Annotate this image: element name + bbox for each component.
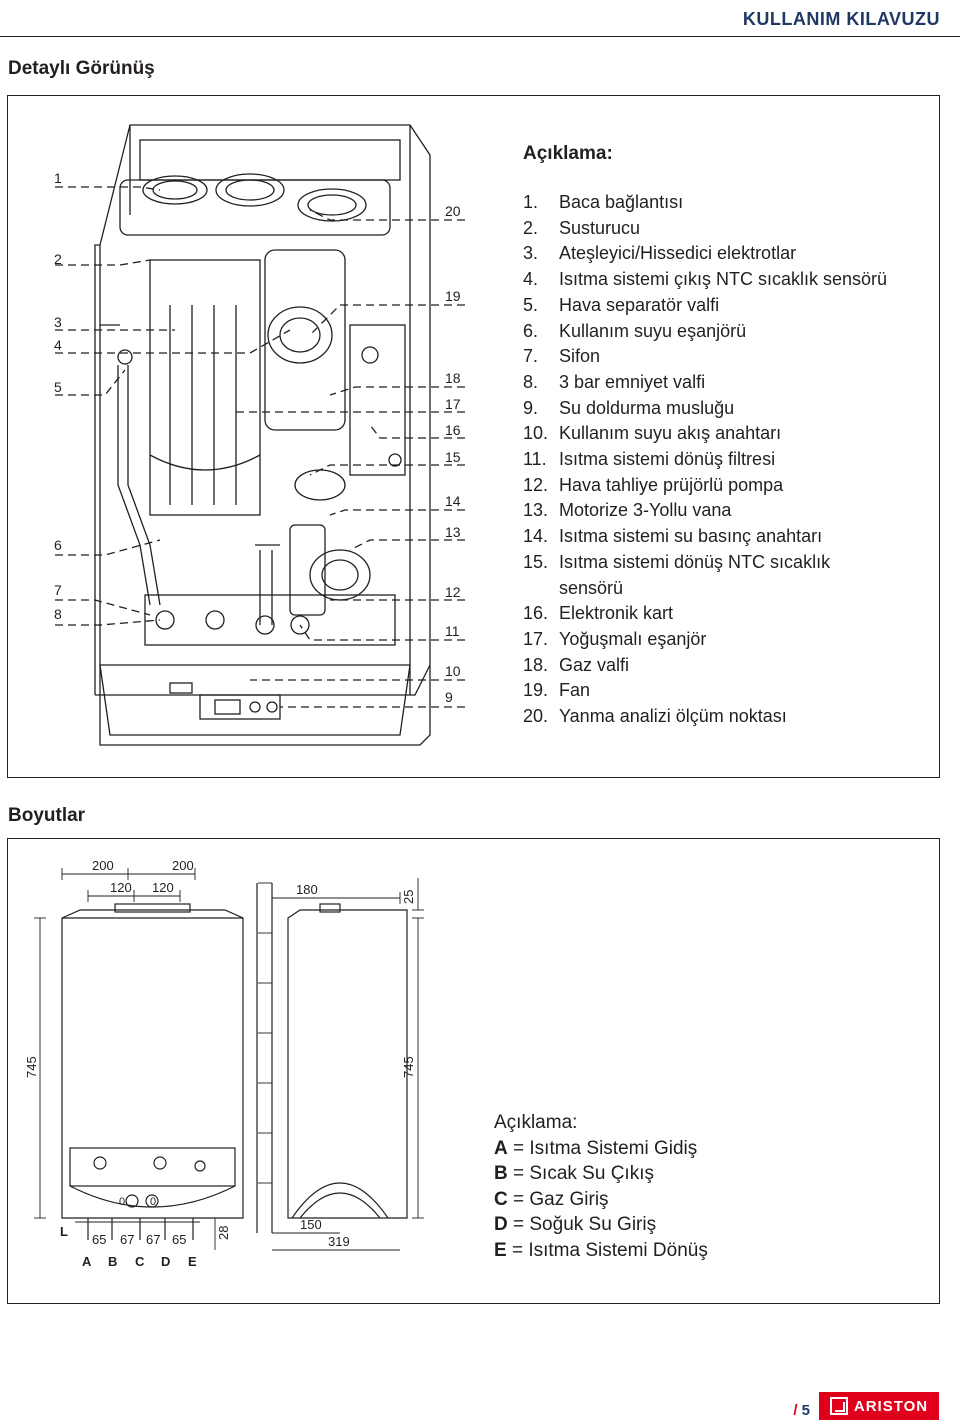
callout-17: 17 <box>445 396 461 412</box>
callout-3: 3 <box>54 314 62 330</box>
dimensions-legend-title: Açıklama: <box>494 1112 578 1133</box>
detail-section-title: Detaylı Görünüş <box>8 58 155 79</box>
callout-7: 7 <box>54 582 62 598</box>
legend-item: 18.Gaz valfi <box>523 654 630 675</box>
callout-18: 18 <box>445 370 461 386</box>
dim-150: 150 <box>300 1217 322 1232</box>
detail-figure-box <box>7 95 940 778</box>
ariston-logo-icon <box>829 1397 848 1415</box>
detail-legend-list: 1.Baca bağlantısı 2.Susturucu 3.Ateşleyi… <box>523 190 887 730</box>
dim-67-b: 67 <box>146 1232 160 1247</box>
legend-item: 17.Yoğuşmalı eşanjör <box>523 628 707 649</box>
callout-4: 4 <box>54 337 62 353</box>
legend-item: 10.Kullanım suyu akış anahtarı <box>523 423 782 444</box>
callout-12: 12 <box>445 584 461 600</box>
dim-319: 319 <box>328 1234 350 1249</box>
dim-65-a: 65 <box>92 1232 106 1247</box>
page-number: / 5 <box>793 1402 810 1419</box>
dimensions-figure-box <box>7 838 940 1304</box>
legend-item: 14.Isıtma sistemi su basınç anahtarı <box>523 526 823 547</box>
callout-5: 5 <box>54 379 62 395</box>
legend-item: 12.Hava tahliye prüjörlü pompa <box>523 474 784 495</box>
document-header-title: KULLANIM KILAVUZU <box>742 9 940 29</box>
legend-item: 1.Baca bağlantısı <box>523 192 684 212</box>
callout-9: 9 <box>445 689 453 705</box>
callout-14: 14 <box>445 493 461 509</box>
legend-item: 15.Isıtma sistemi dönüş NTC sıcaklık <box>523 551 831 572</box>
legend-item: 6.Kullanım suyu eşanjörü <box>523 320 747 341</box>
dim-120-a: 120 <box>110 880 132 895</box>
legend-item: 2.Susturucu <box>523 217 641 238</box>
callout-16: 16 <box>445 422 461 438</box>
legend-item: sensörü <box>559 577 624 598</box>
dim-120-b: 120 <box>152 880 174 895</box>
dim-65-b: 65 <box>172 1232 186 1247</box>
header-rule <box>0 36 960 37</box>
legend-item: 5.Hava separatör valfi <box>523 294 720 315</box>
dimensions-legend-item: E = Isıtma Sistemi Dönüş <box>494 1239 708 1261</box>
callout-10: 10 <box>445 663 461 679</box>
callout-15: 15 <box>445 449 461 465</box>
dimensions-legend-item: A = Isıtma Sistemi Gidiş <box>494 1137 698 1159</box>
legend-item: 8.3 bar emniyet valfi <box>523 371 706 392</box>
legend-item: 19.Fan <box>523 680 591 701</box>
legend-item: 13.Motorize 3-Yollu vana <box>523 500 732 521</box>
dim-67-a: 67 <box>120 1232 134 1247</box>
dim-745-side: 745 <box>401 1056 416 1078</box>
conn-c: C <box>135 1254 145 1269</box>
conn-e: E <box>188 1254 197 1269</box>
dim-200-a: 200 <box>92 858 114 873</box>
callout-8: 8 <box>54 606 62 622</box>
dimensions-drawing: 200 200 120 120 180 25 745 745 65 67 67 … <box>24 858 424 1269</box>
callout-11: 11 <box>445 623 460 639</box>
callout-6: 6 <box>54 537 62 553</box>
legend-item: 7.Sifon <box>523 346 601 367</box>
dim-20: 0 <box>150 1196 156 1208</box>
mark-l: L <box>60 1224 68 1239</box>
dim-0: 0 <box>119 1196 125 1208</box>
dim-745-front: 745 <box>24 1056 39 1078</box>
detail-legend-title: Açıklama: <box>523 143 613 164</box>
boiler-interior-drawing <box>55 124 465 746</box>
callout-13: 13 <box>445 524 461 540</box>
callout-20: 20 <box>445 203 461 219</box>
callout-19: 19 <box>445 288 461 304</box>
legend-item: 20.Yanma analizi ölçüm noktası <box>523 706 787 727</box>
conn-a: A <box>82 1254 92 1269</box>
legend-item: 3.Ateşleyici/Hissedici elektrotlar <box>523 243 797 264</box>
dimensions-section-title: Boyutlar <box>8 805 86 826</box>
callout-2: 2 <box>54 251 62 267</box>
legend-item: 16.Elektronik kart <box>523 603 674 624</box>
dim-28: 28 <box>216 1226 231 1240</box>
conn-b: B <box>108 1254 117 1269</box>
legend-item: 4.Isıtma sistemi çıkış NTC sıcaklık sens… <box>523 269 888 290</box>
dimensions-legend-item: D = Soğuk Su Giriş <box>494 1214 657 1235</box>
conn-d: D <box>161 1254 170 1269</box>
legend-item: 9.Su doldurma musluğu <box>523 397 735 418</box>
brand-name: ARISTON <box>853 1397 929 1415</box>
dimensions-legend-item: B = Sıcak Su Çıkış <box>494 1163 654 1184</box>
dim-180: 180 <box>296 882 318 897</box>
legend-item: 11.Isıtma sistemi dönüş filtresi <box>523 449 776 470</box>
callout-1: 1 <box>54 170 62 186</box>
brand-logo: ARISTON <box>819 1392 939 1420</box>
dim-200-b: 200 <box>172 858 194 873</box>
dimensions-legend: Açıklama: A = Isıtma Sistemi Gidiş B = S… <box>494 1110 708 1263</box>
dim-25: 25 <box>401 890 416 904</box>
dimensions-legend-item: C = Gaz Giriş <box>494 1188 609 1210</box>
